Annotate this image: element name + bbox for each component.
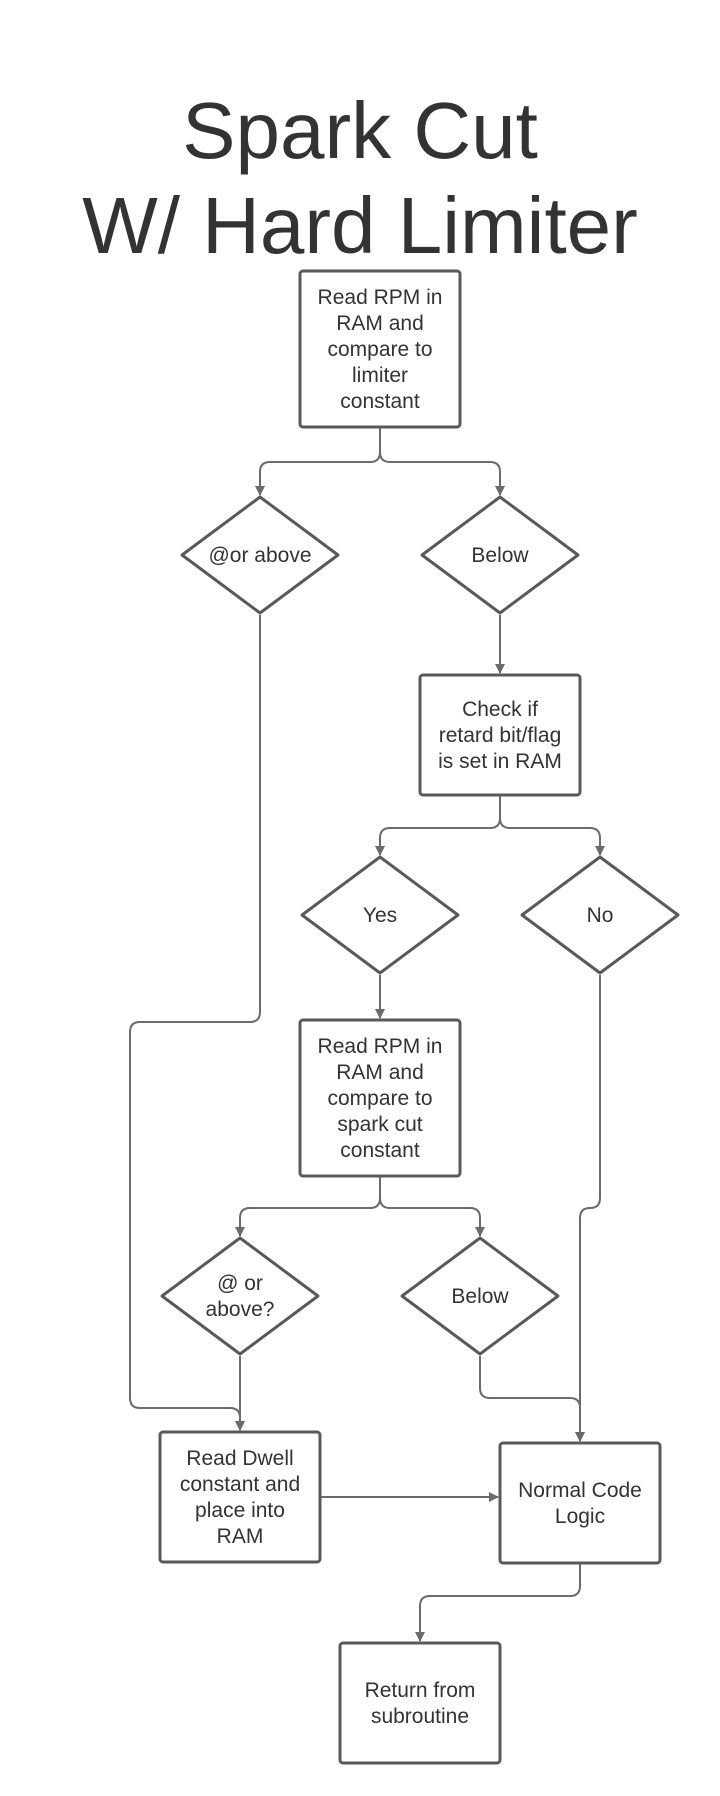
return-label-line: subroutine: [371, 1705, 469, 1728]
yes-label-line: Yes: [363, 904, 397, 927]
connector-at-or-above-1-to-read-dwell: [129, 615, 261, 1431]
read-dwell-label-line: Read Dwell: [186, 1447, 293, 1470]
decision-below-1: Below: [420, 495, 580, 615]
decision-yes: Yes: [300, 855, 460, 975]
connector-check-retard-to-yes: [375, 795, 501, 856]
connector-below-2-to-normal-code: [479, 1356, 585, 1442]
title-line-1: Spark Cut: [182, 86, 538, 175]
connector-normal-code-to-return: [415, 1563, 581, 1642]
connector-read-rpm-spark-to-below-2: [379, 1176, 485, 1237]
read-dwell-label-line: place into: [195, 1499, 285, 1522]
read-rpm-spark-label-line: RAM and: [336, 1061, 424, 1084]
diagram-title: Spark Cut W/ Hard Limiter: [82, 86, 638, 270]
at-or-above-1-diamond: [180, 495, 340, 615]
below-1-diamond: [420, 495, 580, 615]
no-label-line: No: [587, 904, 614, 927]
yes-diamond: [300, 855, 460, 975]
decision-at-or-above-2: @ or above?: [160, 1236, 320, 1356]
read-dwell-label-line: constant and: [180, 1473, 300, 1496]
read-rpm-spark-label-line: compare to: [327, 1087, 432, 1110]
read-rpm-spark-label-line: Read RPM in: [318, 1035, 443, 1058]
at-or-above-2-label-line: above?: [206, 1298, 275, 1321]
process-check-retard: Check if retard bit/flag is set in RAM: [418, 673, 582, 797]
process-read-rpm-limiter: Read RPM in RAM and compare to limiter const…: [298, 269, 462, 429]
read-rpm-spark-label-line: spark cut: [337, 1113, 422, 1136]
check-retard-label-line: Check if: [462, 698, 538, 721]
check-retard-label-line: is set in RAM: [438, 750, 562, 773]
read-dwell-label-line: RAM: [217, 1525, 264, 1548]
connector-check-retard-to-no: [499, 795, 605, 856]
connector-read-rpm-limiter-to-below-1: [379, 427, 505, 496]
process-return: Return from subroutine: [338, 1641, 502, 1765]
decision-below-2: Below: [400, 1236, 560, 1356]
at-or-above-1-label-line: @or above: [208, 544, 311, 567]
read-rpm-limiter-label-line: Read RPM in: [318, 286, 443, 309]
no-diamond: [520, 855, 680, 975]
check-retard-label-line: retard bit/flag: [439, 724, 562, 747]
connector-no-to-normal-code: [575, 975, 601, 1442]
read-rpm-limiter-label-line: constant: [340, 390, 420, 413]
normal-code-box: [498, 1441, 662, 1565]
below-1-label-line: Below: [471, 544, 529, 567]
at-or-above-2-label-line: @ or: [217, 1272, 263, 1295]
at-or-above-2-diamond: [160, 1236, 320, 1356]
below-2-diamond: [400, 1236, 560, 1356]
decision-at-or-above-1: @or above: [180, 495, 340, 615]
connectors: [129, 427, 605, 1642]
normal-code-label-line: Logic: [555, 1505, 605, 1528]
nodes: Read RPM in RAM and compare to limiter const…: [158, 269, 680, 1765]
process-read-rpm-spark: Read RPM in RAM and compare to spark cut con…: [298, 1018, 462, 1178]
connector-read-rpm-spark-to-at-or-above-2: [235, 1176, 381, 1237]
return-box: [338, 1641, 502, 1765]
read-rpm-limiter-label-line: compare to: [327, 338, 432, 361]
read-rpm-limiter-label-line: RAM and: [336, 312, 424, 335]
check-retard-box: [418, 673, 582, 797]
title-line-2: W/ Hard Limiter: [82, 181, 638, 270]
read-rpm-spark-label-line: constant: [340, 1139, 420, 1162]
normal-code-label-line: Normal Code: [518, 1479, 642, 1502]
read-rpm-spark-box: [298, 1018, 462, 1178]
below-2-label-line: Below: [451, 1285, 509, 1308]
decision-no: No: [520, 855, 680, 975]
read-rpm-limiter-label-line: limiter: [352, 364, 408, 387]
connector-read-rpm-limiter-to-at-or-above-1: [255, 427, 381, 496]
read-rpm-limiter-box: [298, 269, 462, 429]
return-label-line: Return from: [365, 1679, 476, 1702]
read-dwell-box: [158, 1430, 322, 1564]
